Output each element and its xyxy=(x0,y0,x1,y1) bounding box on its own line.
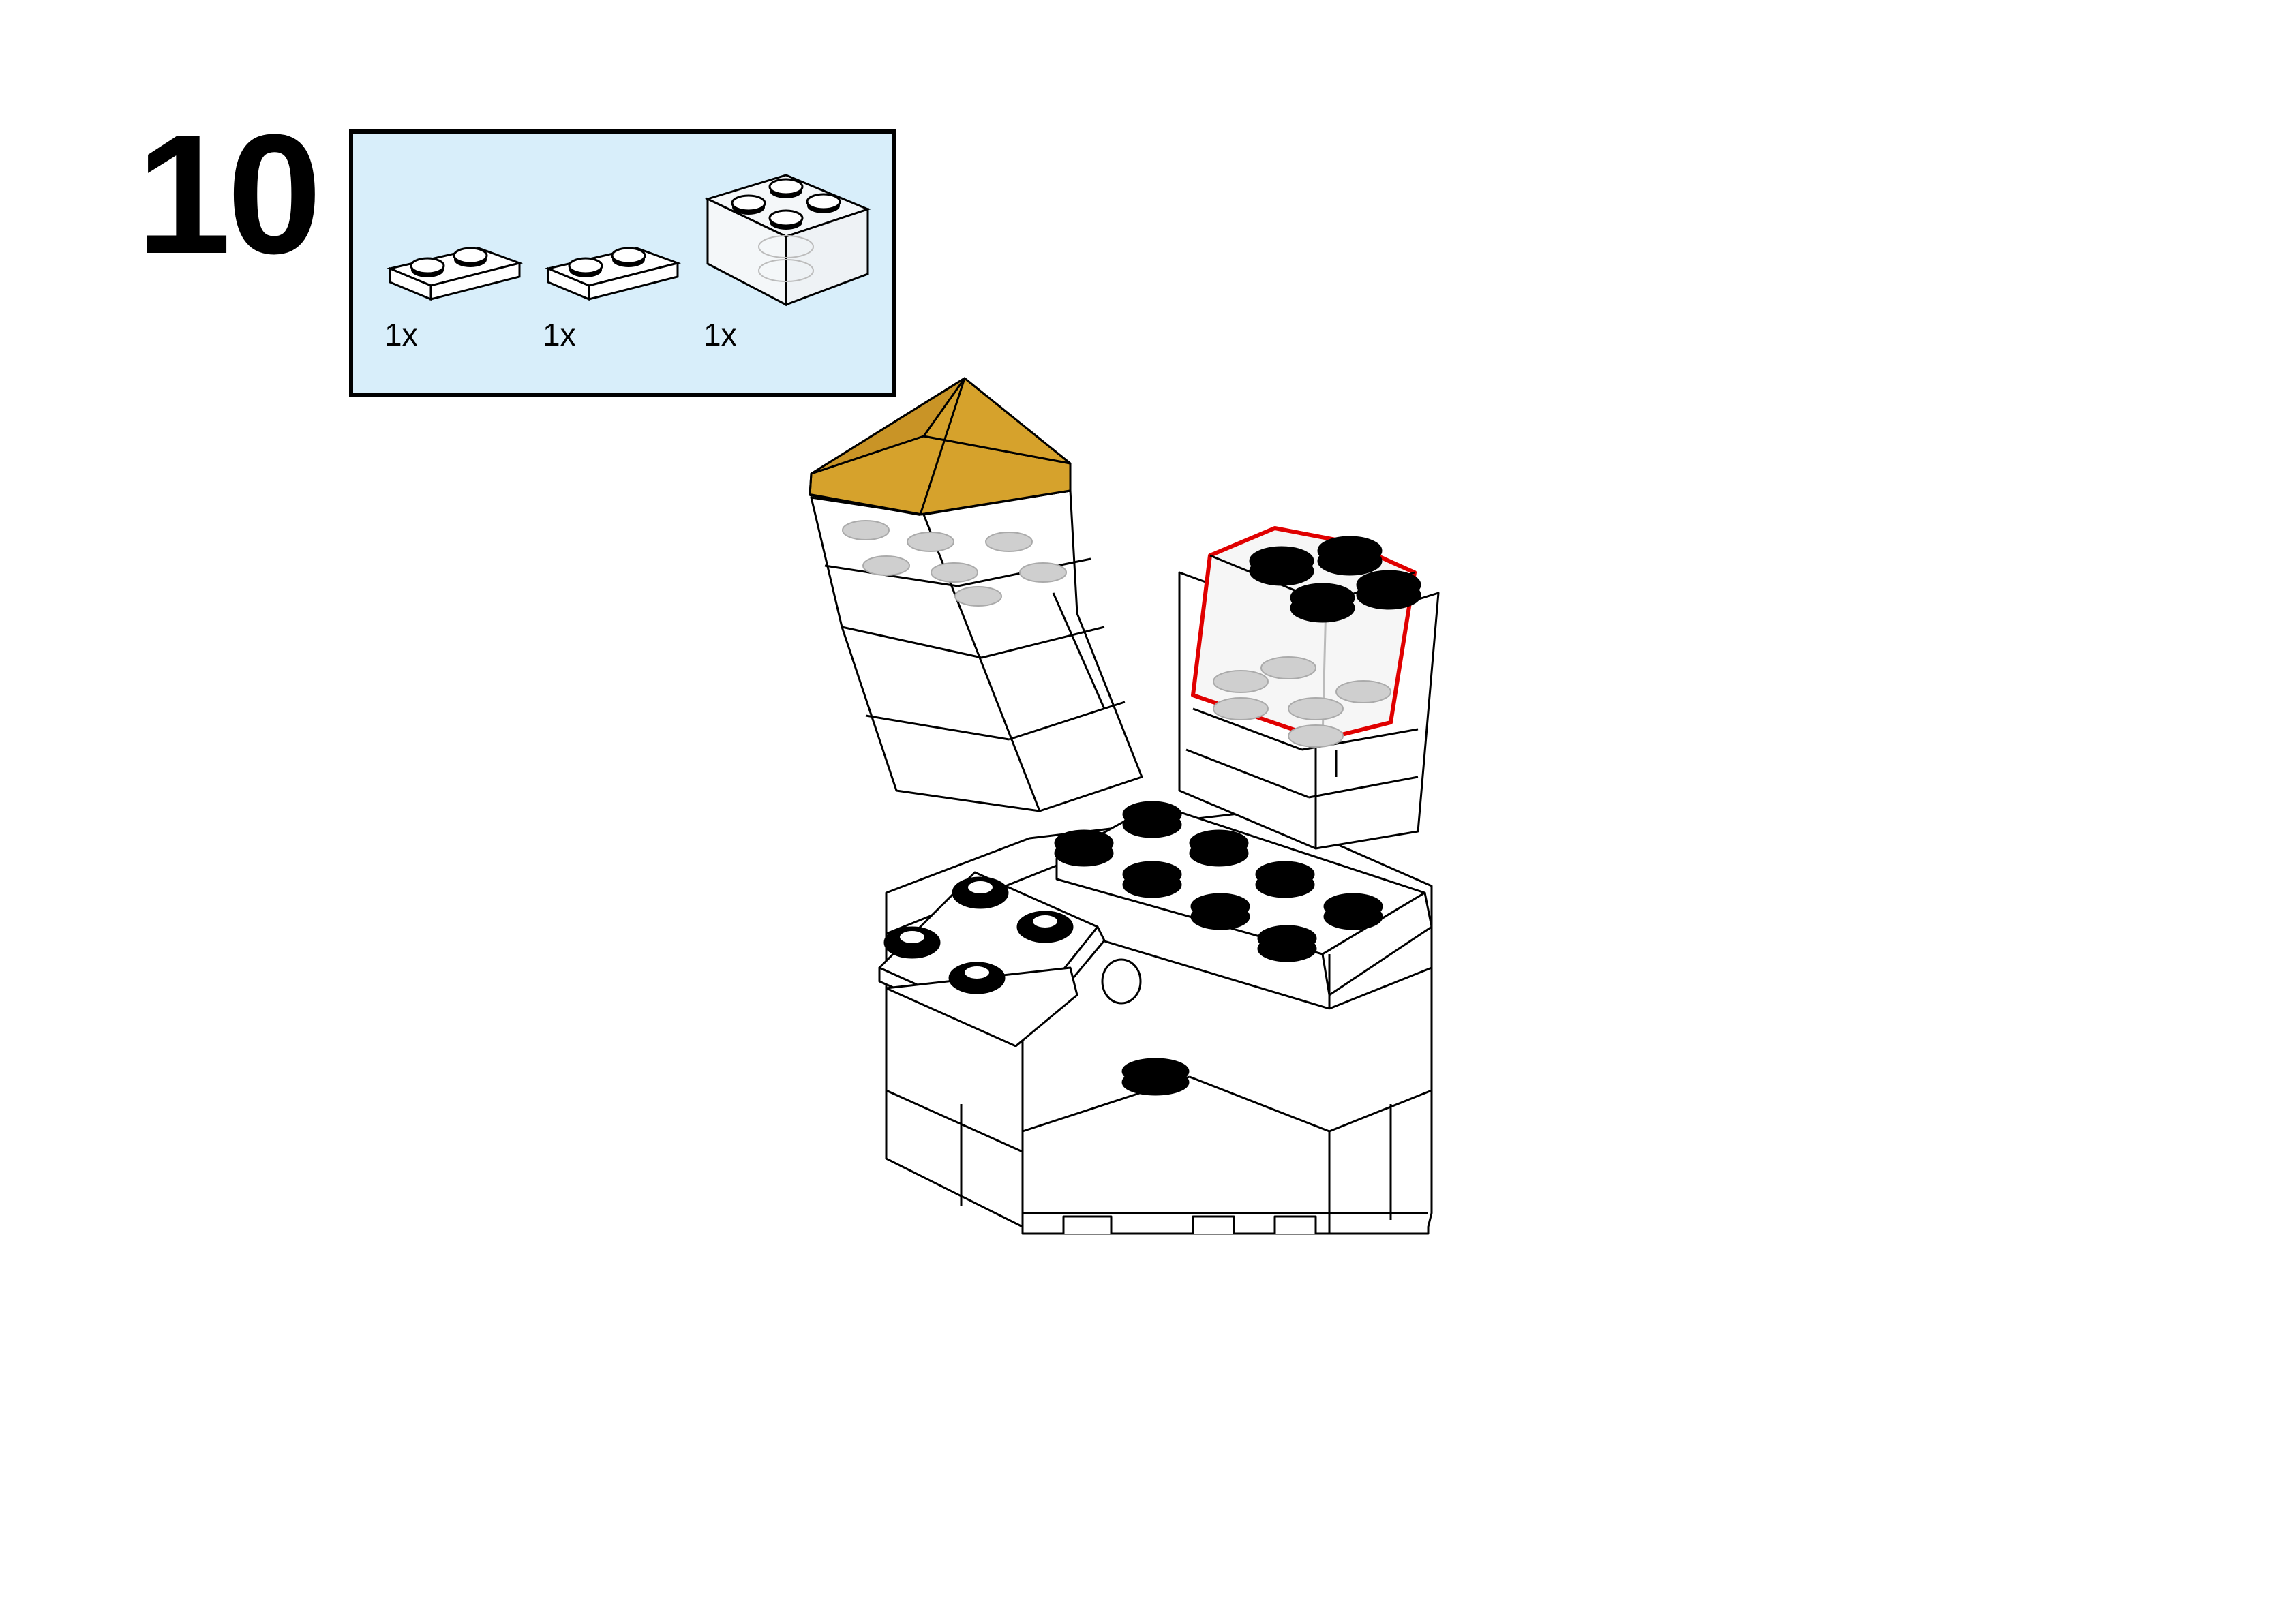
part-quantity: 1x xyxy=(384,317,418,352)
top-plate-studs xyxy=(1054,801,1383,962)
part-quantity: 1x xyxy=(704,317,737,352)
part-plate-1x2-first xyxy=(383,221,526,309)
step-number: 10 xyxy=(136,99,322,289)
plate-1x2-icon xyxy=(387,247,524,301)
model-assembly-drawing xyxy=(809,377,1440,1235)
parts-list-callout: 1x 1x 1x xyxy=(349,129,896,397)
brick-2x2-transparent-icon xyxy=(704,174,871,307)
new-transparent-brick xyxy=(1191,526,1421,748)
gold-roof xyxy=(809,377,1072,516)
left-tower xyxy=(809,377,1143,812)
model-assembly-illustration xyxy=(784,368,1534,1268)
tilted-plate xyxy=(878,871,1142,1047)
part-plate-1x2-second xyxy=(541,221,684,309)
part-brick-2x2-transparent xyxy=(701,151,878,322)
plate-1x2-icon xyxy=(545,247,682,301)
part-quantity: 1x xyxy=(543,317,576,352)
